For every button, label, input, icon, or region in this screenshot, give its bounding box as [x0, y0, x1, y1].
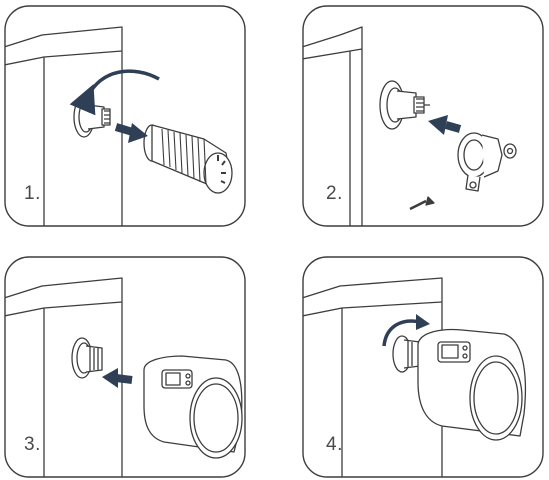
step-3-illustration — [4, 256, 246, 478]
step-4-illustration — [302, 256, 544, 478]
step-number: 1. — [24, 183, 41, 204]
step-number: 4. — [326, 434, 343, 455]
rotate-arrow — [382, 319, 421, 347]
step-3-panel: 3. — [4, 256, 246, 478]
push-arrow — [444, 121, 462, 133]
step-1-panel: 1. — [4, 5, 246, 227]
step-number: 3. — [24, 434, 41, 455]
step-4-panel: 4. — [302, 256, 544, 478]
rotate-arrow — [69, 69, 160, 116]
step-number: 2. — [326, 183, 343, 204]
step-2-panel: 2. — [302, 5, 544, 227]
step-1-illustration — [4, 5, 246, 227]
push-arrow — [115, 374, 133, 384]
step-2-illustration — [302, 5, 544, 227]
